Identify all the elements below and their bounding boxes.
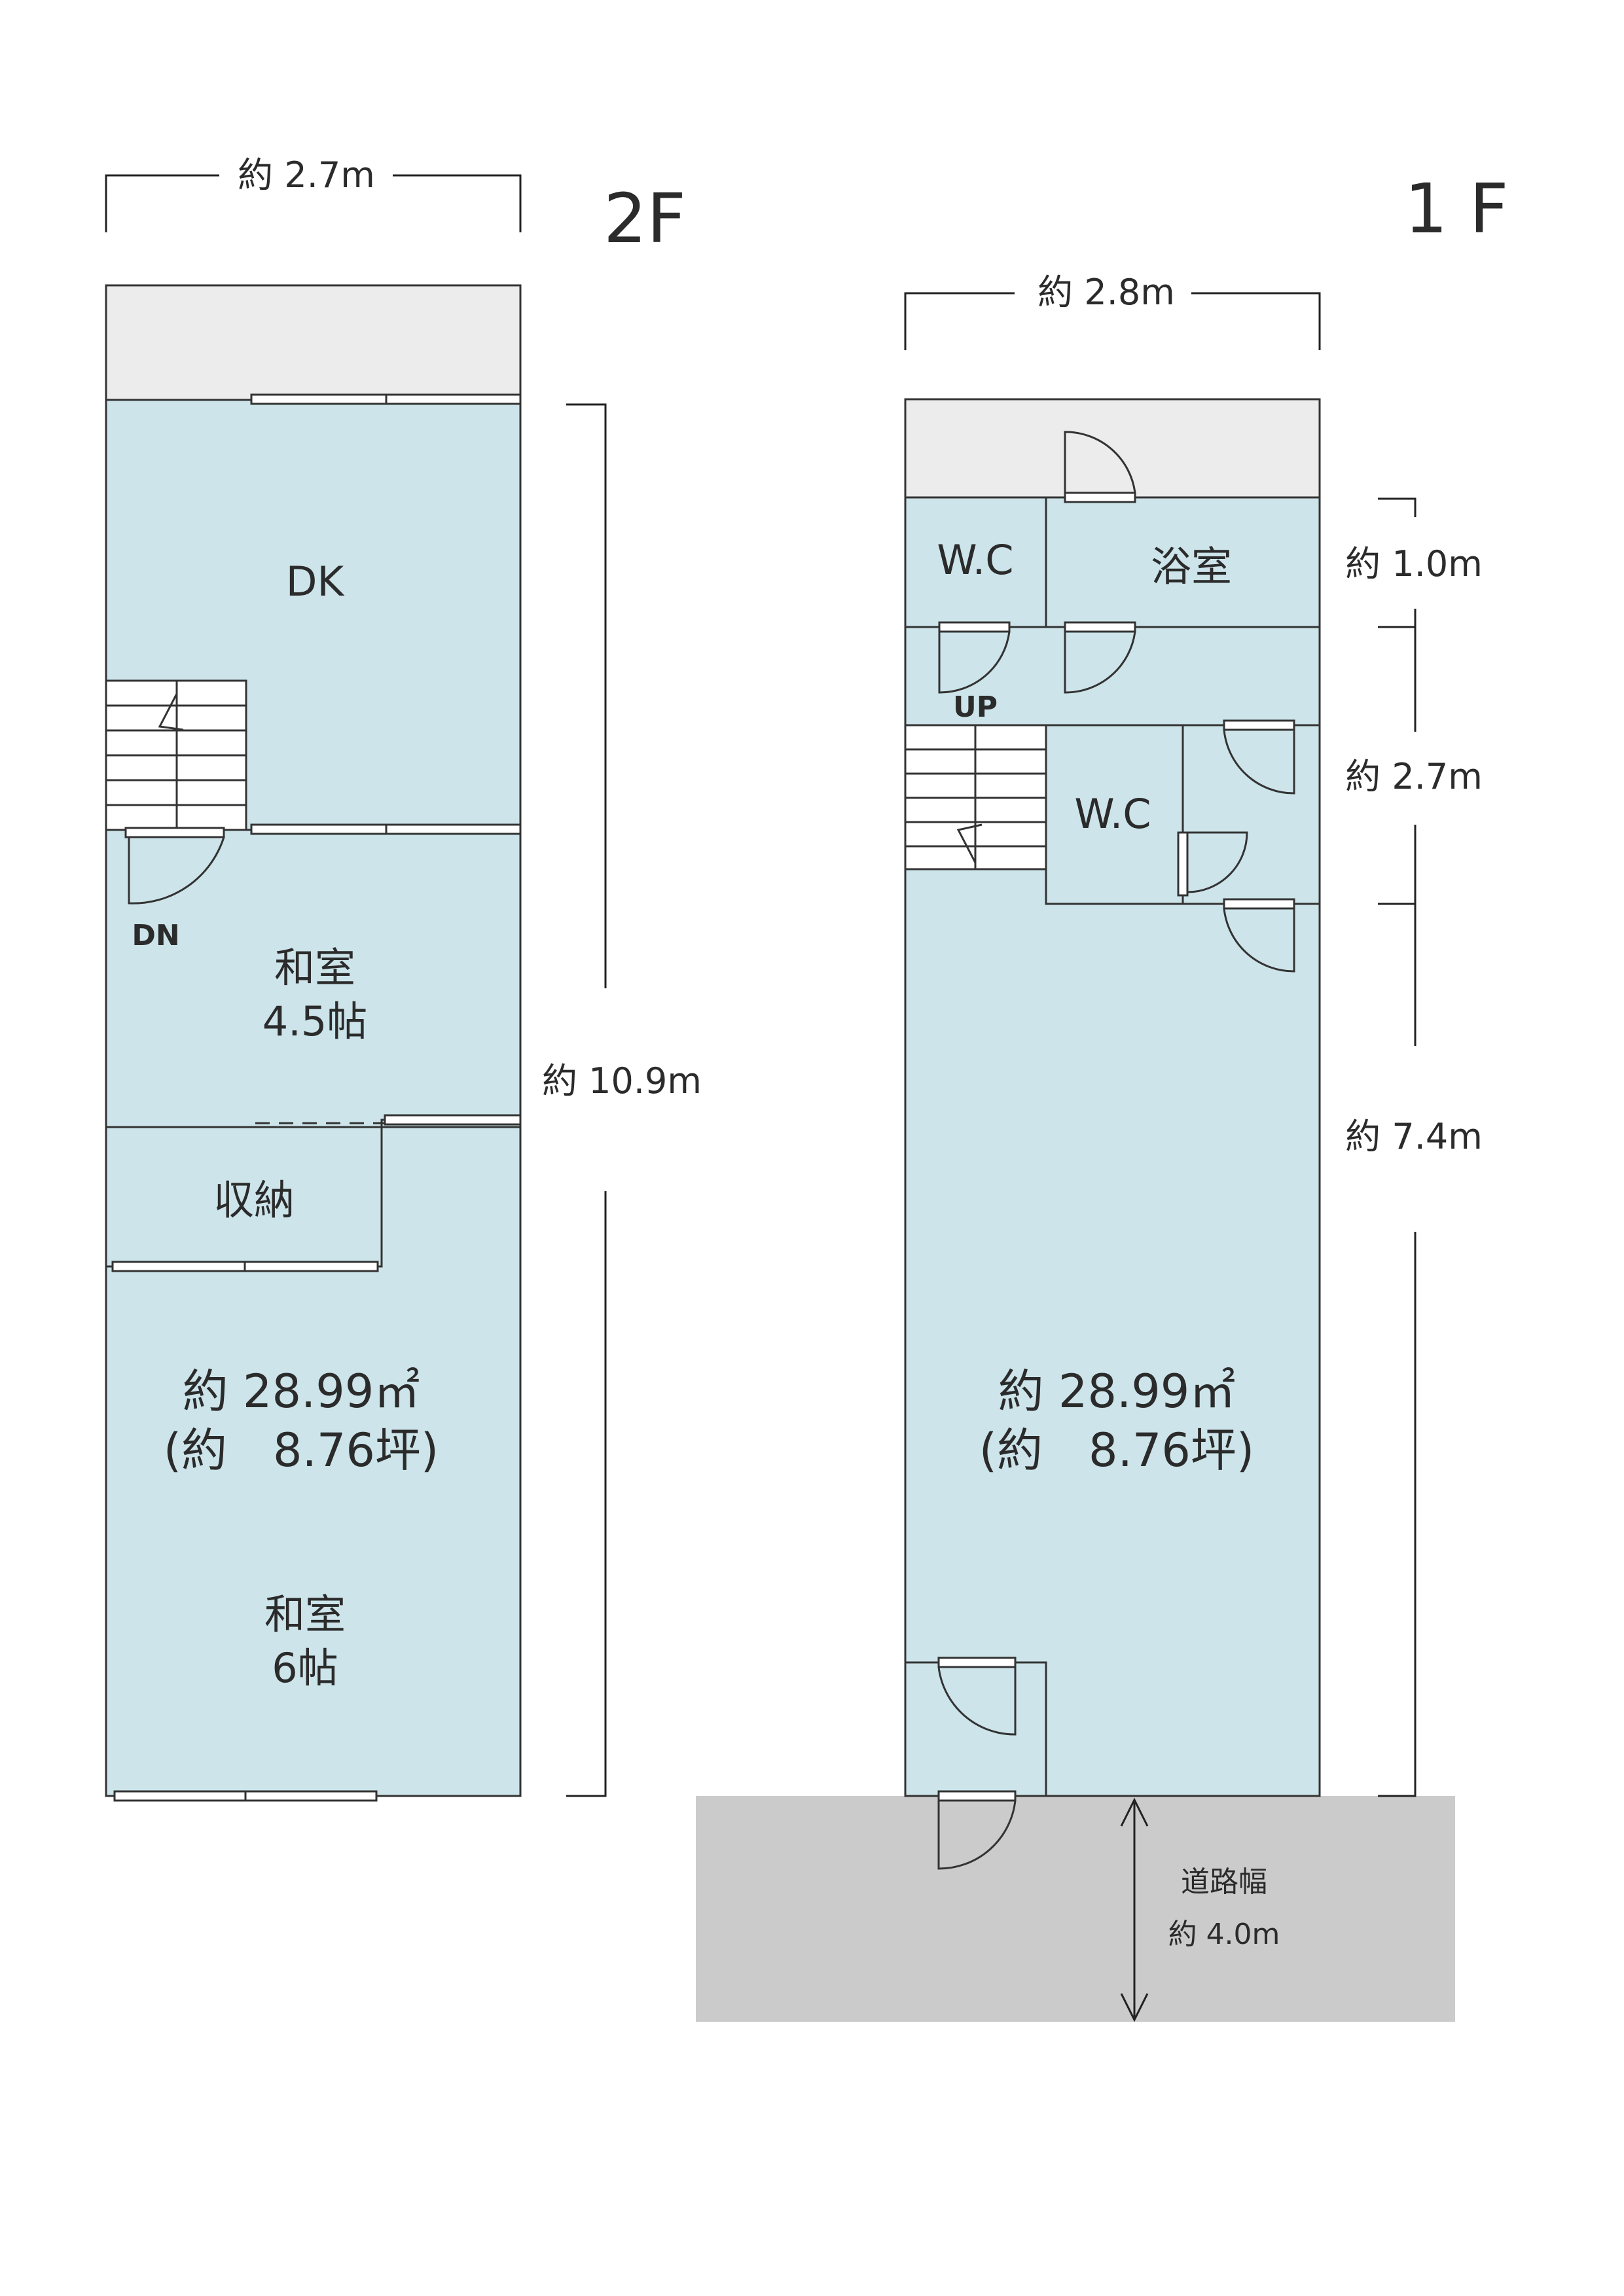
1f-door-swing-hall-top — [1223, 729, 1295, 795]
1f-stair-label: UP — [953, 691, 998, 724]
1f-floor-area — [905, 497, 1320, 1796]
2f-depth-dim-label: 約 10.9m — [542, 1060, 702, 1102]
2f-depth-dimension — [566, 403, 607, 1797]
2f-floor-area — [106, 400, 520, 1796]
floor-1f: 道路幅 約 4.0m — [696, 169, 1509, 2022]
1f-area-line1: 約 28.99㎡ — [998, 1365, 1236, 1418]
1f-door-entry-outer[interactable] — [937, 1790, 1017, 1802]
road-label: 道路幅 — [1181, 1865, 1267, 1899]
2f-stairs[interactable] — [105, 679, 247, 831]
2f-washitsu45-name: 和室 — [274, 944, 355, 992]
1f-door-swing-bath — [1064, 631, 1136, 694]
1f-area-line2: (約 8.76坪) — [979, 1424, 1254, 1477]
2f-area-line1: 約 28.99㎡ — [183, 1365, 420, 1418]
1f-door-entrance-top[interactable] — [1064, 492, 1136, 503]
1f-wc-mid-label: W.C — [1074, 790, 1151, 838]
1f-door-wc-mid[interactable] — [1177, 831, 1189, 897]
1f-width-dim-label: 約 2.8m — [1038, 272, 1175, 313]
1f-door-hall-bottom[interactable] — [1223, 898, 1295, 910]
1f-door-swing-entry-outer — [937, 1800, 1017, 1870]
2f-storage-label: 収納 — [213, 1176, 295, 1224]
2f-area-line2: (約 8.76坪) — [164, 1424, 439, 1477]
2f-stair-label: DN — [132, 919, 179, 952]
2f-washitsu6-name: 和室 — [264, 1590, 346, 1638]
road-width-arrow — [1120, 1797, 1149, 2022]
2f-door-stairs[interactable] — [124, 827, 225, 838]
2f-width-dim-label: 約 2.7m — [238, 154, 375, 196]
2f-door-swing — [128, 836, 225, 905]
2f-sliding-door-closet[interactable] — [384, 1114, 522, 1126]
road — [696, 1796, 1455, 2022]
1f-door-swing-top — [1064, 431, 1136, 493]
1f-wc-top-label: W.C — [937, 536, 1013, 584]
1f-door-hall-top[interactable] — [1223, 719, 1295, 731]
floor-2f: DN DK 和室 4.5帖 収納 約 28.99㎡ (約 8.76坪) 和室 6… — [105, 154, 702, 1802]
2f-floor-label: 2F — [604, 179, 686, 259]
1f-dim-2: 約 2.7m — [1345, 756, 1483, 797]
1f-door-entry-inner[interactable] — [937, 1657, 1017, 1668]
2f-width-dimension — [105, 174, 522, 232]
2f-balcony — [106, 285, 520, 400]
1f-bath-label: 浴室 — [1151, 543, 1232, 590]
1f-door-bath[interactable] — [1064, 621, 1136, 633]
road-width-label: 約 4.0m — [1168, 1918, 1280, 1951]
2f-washitsu6-size: 6帖 — [272, 1644, 338, 1692]
2f-washitsu45-size: 4.5帖 — [262, 997, 368, 1045]
1f-dim-3: 約 7.4m — [1345, 1116, 1483, 1157]
2f-dk-label: DK — [286, 558, 345, 605]
1f-depth-dimensions — [1378, 497, 1416, 1797]
1f-top-strip — [905, 399, 1320, 497]
1f-door-swing-wc-top — [938, 631, 1011, 694]
1f-door-swing-hall-bottom — [1223, 908, 1295, 973]
1f-dim-1: 約 1.0m — [1345, 543, 1483, 584]
1f-door-swing-entry-inner — [937, 1666, 1017, 1736]
1f-door-wc-top[interactable] — [938, 621, 1011, 633]
1f-width-dimension — [904, 292, 1321, 350]
1f-floor-label: 1 F — [1404, 169, 1508, 249]
1f-door-swing-wc-mid — [1187, 831, 1248, 893]
1f-stairs[interactable] — [904, 724, 1047, 870]
